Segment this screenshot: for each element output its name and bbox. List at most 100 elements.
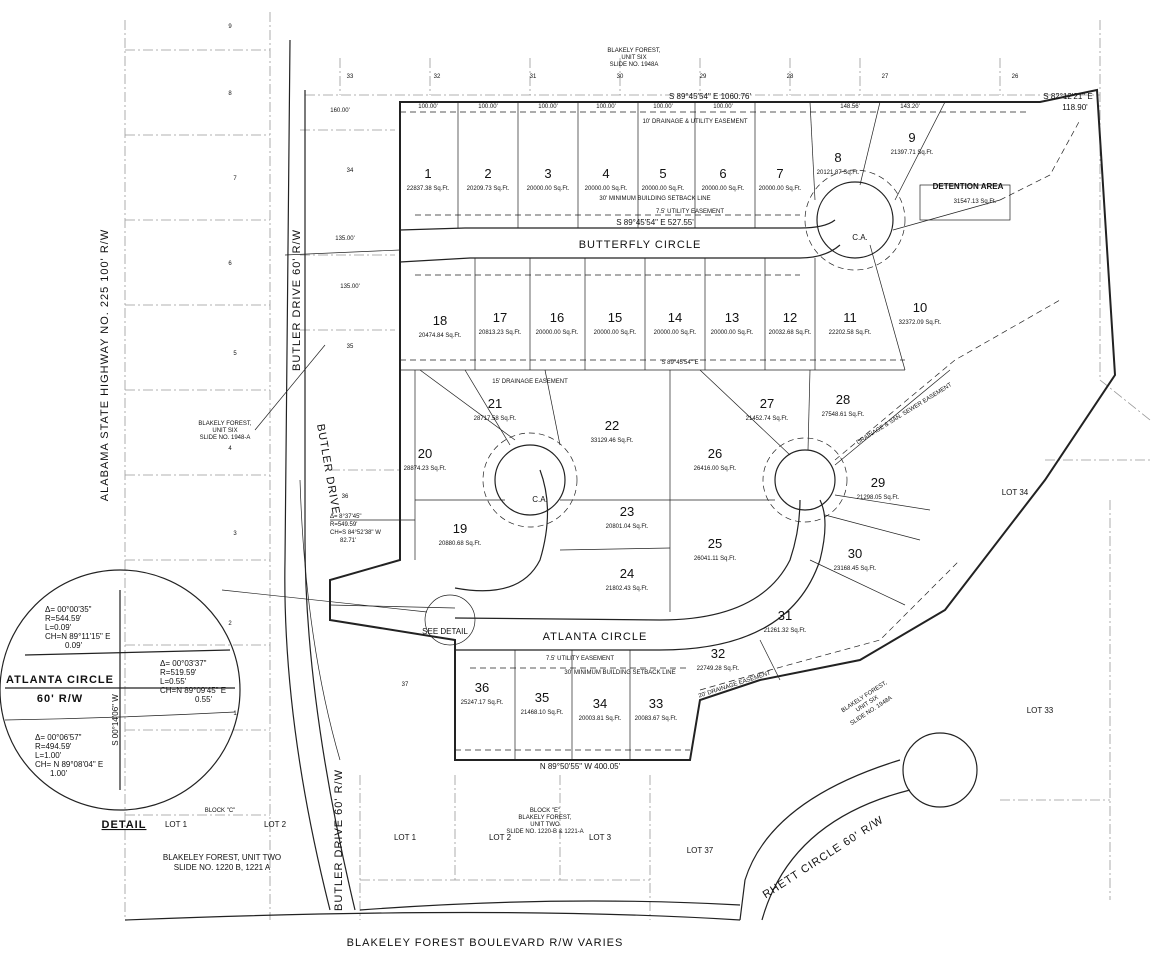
dim-lot8-top: 148.56' <box>840 104 860 110</box>
lot-area-27: 21452.74 Sq.Ft. <box>746 416 789 422</box>
setback-atlanta: 30' MINIMUM BUILDING SETBACK LINE <box>564 670 675 676</box>
lot-area-26: 26416.00 Sq.Ft. <box>694 466 737 472</box>
lot-area-12: 20032.68 Sq.Ft. <box>769 330 812 336</box>
header-note-line1: BLAKELY FOREST, <box>607 48 660 54</box>
lot-area-24: 21802.43 Sq.Ft. <box>606 586 649 592</box>
lot-number-9: 9 <box>908 130 915 145</box>
lot-area-1: 22837.38 Sq.Ft. <box>407 186 450 192</box>
adjacent-grid <box>124 12 1151 920</box>
adj-lot2-e: LOT 2 <box>489 833 512 842</box>
unit6-lot-29: 29 <box>700 74 707 80</box>
west-lot-4: 4 <box>228 446 232 452</box>
lot-number-24: 24 <box>620 566 634 581</box>
unit6-lot-32: 32 <box>434 74 441 80</box>
unit6-lot-31: 31 <box>530 74 537 80</box>
lot-number-5: 5 <box>659 166 666 181</box>
dim-lot1-top: 100.00' <box>418 104 438 110</box>
lot-number-34: 34 <box>593 696 607 711</box>
detail-rw: 60' R/W <box>37 693 83 705</box>
west-lot-8: 8 <box>228 91 232 97</box>
dim-west-135b: 135.00' <box>340 284 360 290</box>
lot-number-23: 23 <box>620 504 634 519</box>
utility-easement-atlanta: 7.5' UTILITY EASEMENT <box>546 656 614 662</box>
lot-number-26: 26 <box>708 446 722 461</box>
atlanta-circle-road <box>329 432 848 669</box>
lot-area-34: 20003.81 Sq.Ft. <box>579 716 622 722</box>
lot-area-23: 20801.04 Sq.Ft. <box>606 524 649 530</box>
easement-drainage-top: 10' DRAINAGE & UTILITY EASEMENT <box>642 119 747 125</box>
detention-area: 31547.13 Sq.Ft. <box>954 199 997 205</box>
lot-area-25: 26041.11 Sq.Ft. <box>694 556 737 562</box>
dim-lot9-top: 143.20' <box>900 104 920 110</box>
west-lot-9: 9 <box>228 24 232 30</box>
lot-area-36: 25247.17 Sq.Ft. <box>461 700 504 706</box>
lot-lines <box>330 101 1001 760</box>
left-note-line1: BLAKELY FOREST, <box>198 421 251 427</box>
detail-c1-ch: CH=N 89°11'15" E <box>45 632 110 641</box>
lot-number-22: 22 <box>605 418 619 433</box>
detail-bearing: S 00°14'06" W <box>111 694 120 746</box>
unit6-lot-26: 26 <box>1012 74 1019 80</box>
left-note-line3: SLIDE NO. 1948-A <box>200 435 251 441</box>
setback-top: 30' MINIMUM BUILDING SETBACK LINE <box>599 196 710 202</box>
west-lot-2: 2 <box>228 621 232 627</box>
lot-number-27: 27 <box>760 396 774 411</box>
street-butler-drive: BUTLER DRIVE <box>314 423 342 516</box>
detail-c2-r: R=519.59' <box>160 668 197 677</box>
bottom-bearing: N 89°50'55" W 400.05' <box>540 762 621 771</box>
detail-c3-chd: 1.00' <box>50 769 68 778</box>
west-mid-lot-37: 37 <box>402 682 409 688</box>
street-highway: ALABAMA STATE HIGHWAY NO. 225 100' R/W <box>99 229 111 501</box>
lot-area-8: 20121.87 Sq.Ft. <box>817 170 860 176</box>
lot-area-17: 20813.23 Sq.Ft. <box>479 330 522 336</box>
lot-number-7: 7 <box>776 166 783 181</box>
dim-lot4-top: 100.00' <box>596 104 616 110</box>
lot-number-1: 1 <box>424 166 431 181</box>
lot-area-18: 20474.84 Sq.Ft. <box>419 333 462 339</box>
street-butler-drive-lower: BUTLER DRIVE 60' R/W <box>333 769 345 911</box>
easement-drainage-low: 20' DRAINAGE EASEMENT <box>698 670 772 699</box>
easement-drainage-mid: 15' DRAINAGE EASEMENT <box>492 379 568 385</box>
lot-area-2: 20209.73 Sq.Ft. <box>467 186 510 192</box>
lot-number-33: 33 <box>649 696 663 711</box>
adj-lot1-c: LOT 1 <box>165 820 188 829</box>
header-note-line2: UNIT SIX <box>621 55 646 61</box>
lot-area-19: 20880.68 Sq.Ft. <box>439 541 482 547</box>
ne-distance: 118.90' <box>1062 103 1088 112</box>
curve-butler-chord: CH=S 84°52'38" W <box>330 530 381 536</box>
lot-area-32: 22749.28 Sq.Ft. <box>697 666 740 672</box>
adj-e-note3: SLIDE NO. 1220-B & 1221-A <box>506 829 583 835</box>
lot-number-29: 29 <box>871 475 885 490</box>
lot-number-15: 15 <box>608 310 622 325</box>
adj-lot33: LOT 33 <box>1027 706 1054 715</box>
detail-c1-chd: 0.09' <box>65 641 83 650</box>
dim-lot3-top: 100.00' <box>538 104 558 110</box>
west-mid-lot-35: 35 <box>347 344 354 350</box>
unit6-lot-28: 28 <box>787 74 794 80</box>
unit6-lot-27: 27 <box>882 74 889 80</box>
street-boulevard: BLAKELEY FOREST BOULEVARD R/W VARIES <box>347 937 624 949</box>
lot-number-19: 19 <box>453 521 467 536</box>
lot-area-14: 20000.00 Sq.Ft. <box>654 330 697 336</box>
ca-label-butterfly: C.A. <box>852 233 868 242</box>
detail-c2-ch: CH=N 89°09'45" E <box>160 686 226 695</box>
adj-lot37: LOT 37 <box>687 846 714 855</box>
lot-number-8: 8 <box>834 150 841 165</box>
lot-area-16: 20000.00 Sq.Ft. <box>536 330 579 336</box>
lot-number-36: 36 <box>475 680 489 695</box>
lot-area-35: 21468.10 Sq.Ft. <box>521 710 564 716</box>
lot-area-10: 32372.09 Sq.Ft. <box>899 320 942 326</box>
utility-easement-top: 7.5' UTILITY EASEMENT <box>656 209 724 215</box>
lot-number-20: 20 <box>418 446 432 461</box>
lot-area-30: 23168.45 Sq.Ft. <box>834 566 877 572</box>
lot-area-15: 20000.00 Sq.Ft. <box>594 330 637 336</box>
adj-lot1-e: LOT 1 <box>394 833 417 842</box>
adj-unit-two-1: BLAKELEY FOREST, UNIT TWO <box>163 853 281 862</box>
adj-e-note2: UNIT TWO <box>530 822 560 828</box>
lot-number-35: 35 <box>535 690 549 705</box>
lot-number-31: 31 <box>778 608 792 623</box>
west-mid-lot-34: 34 <box>347 168 354 174</box>
